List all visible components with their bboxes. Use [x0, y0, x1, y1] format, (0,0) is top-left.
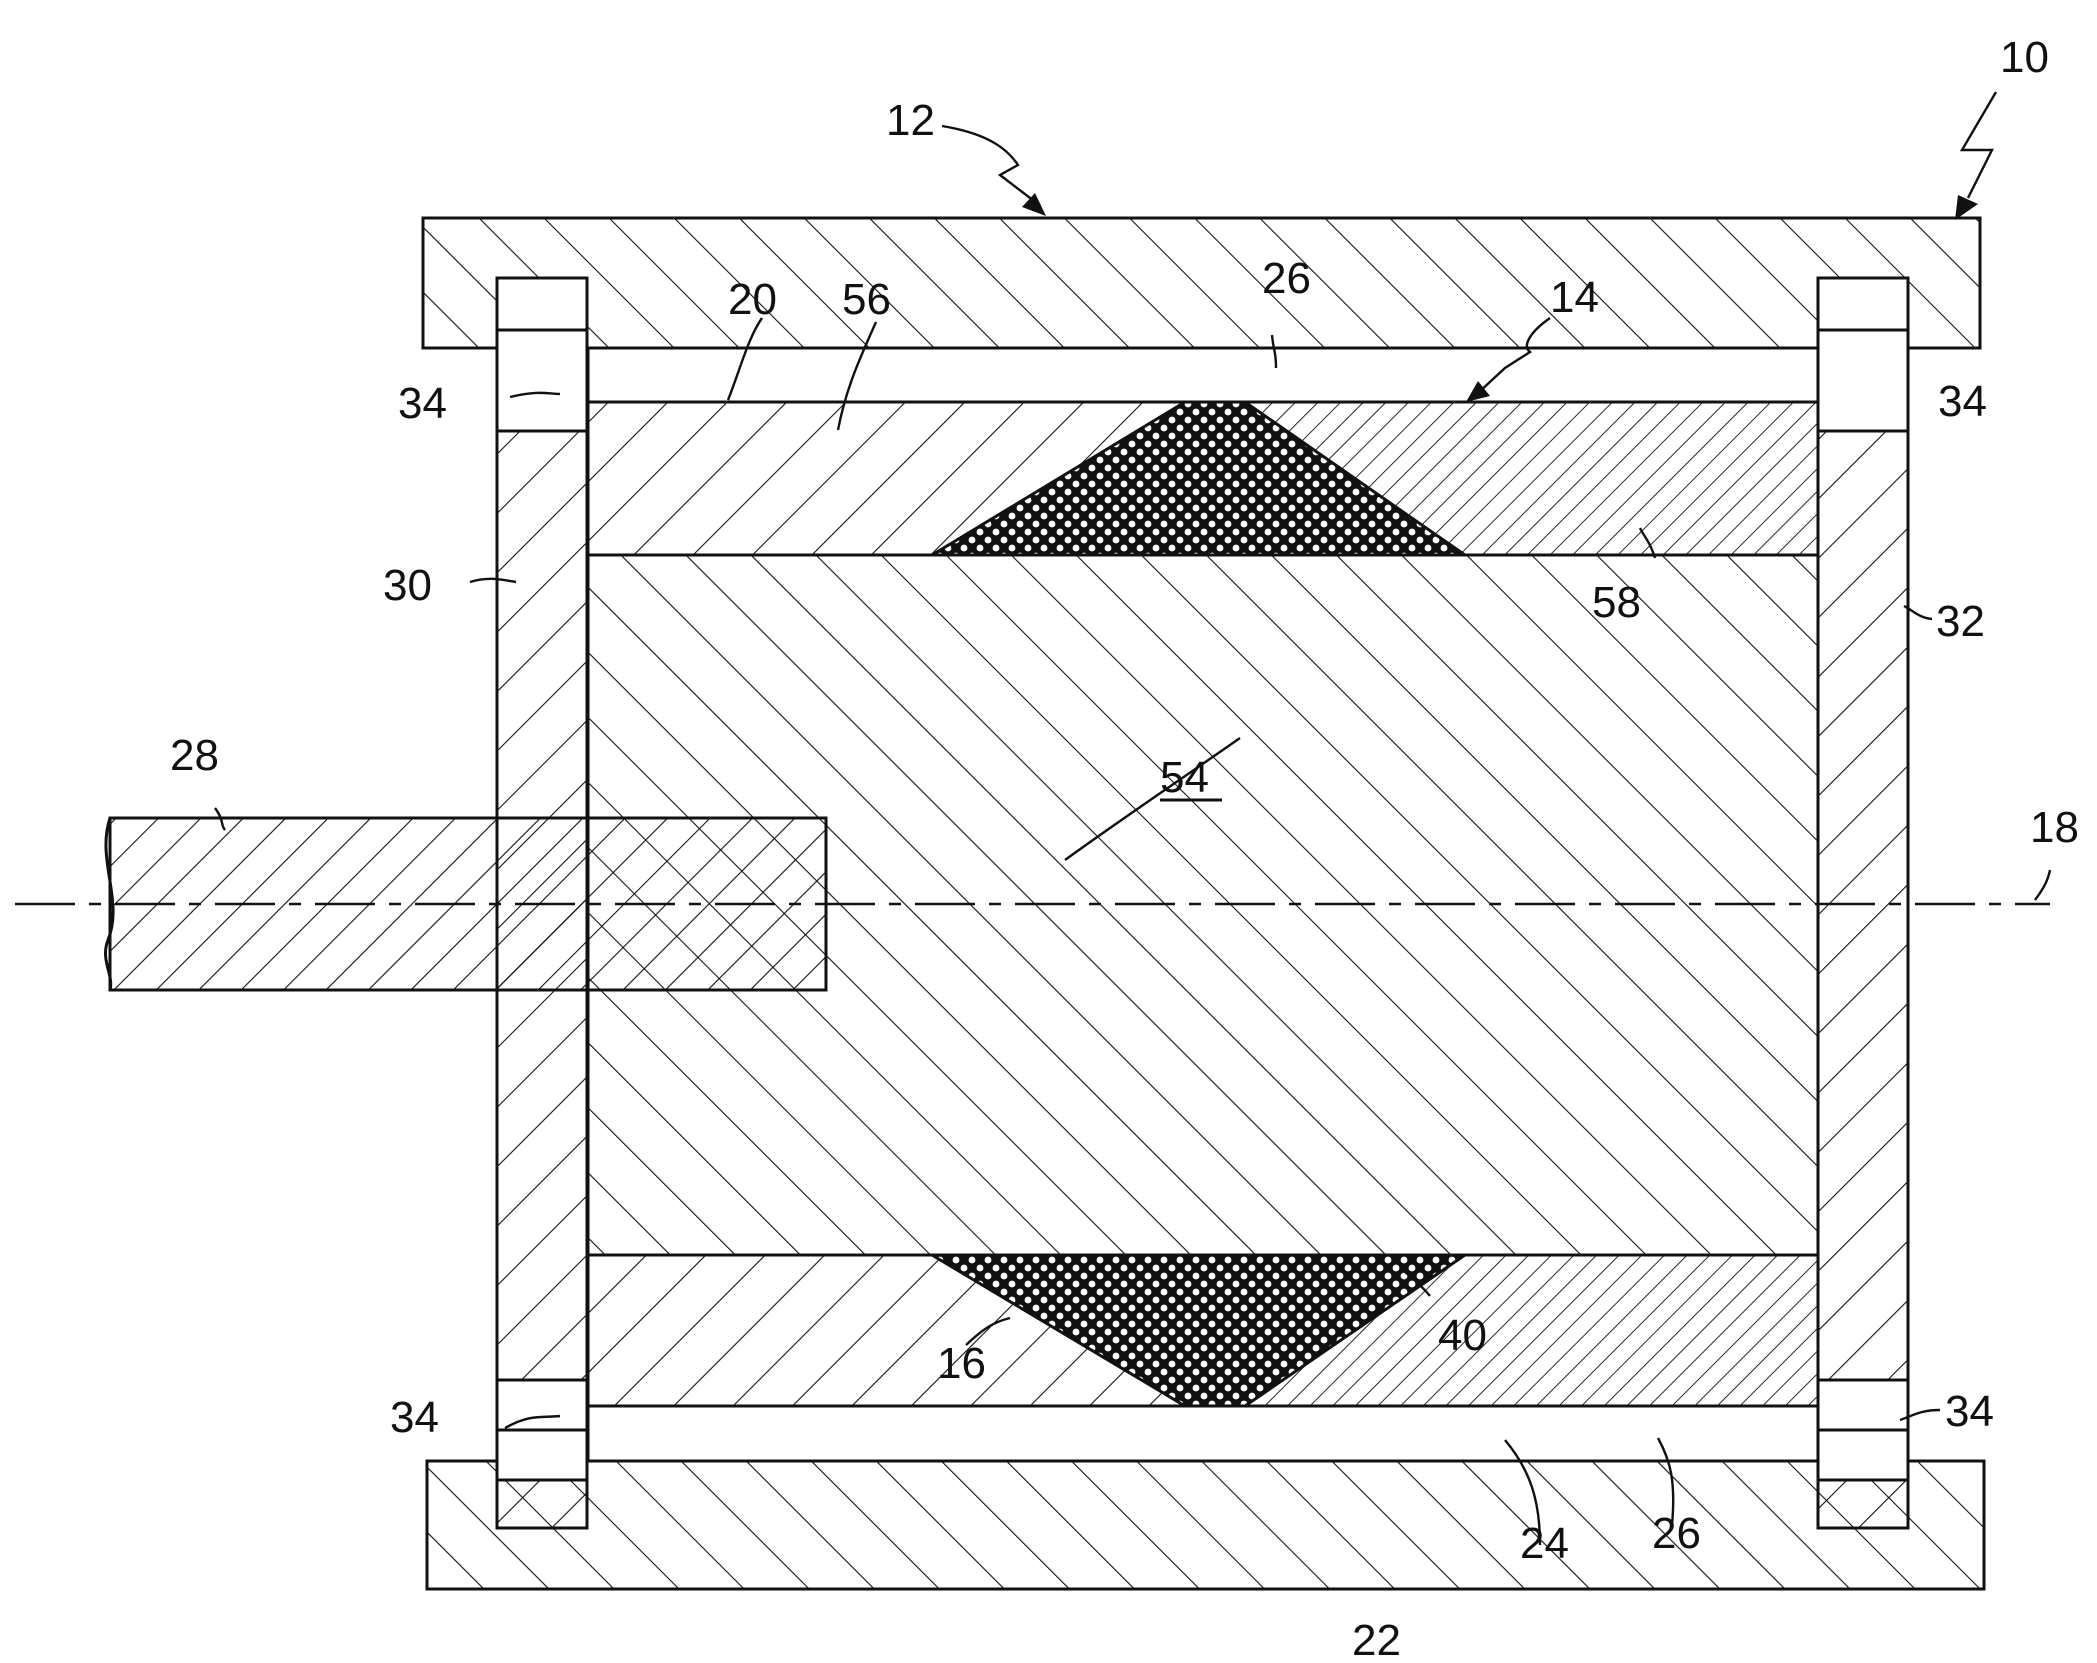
label-inner-surface-bottom: 24 — [1520, 1519, 1569, 1568]
label-housing-bottom: 22 — [1352, 1616, 1401, 1663]
label-sleeve-right: 58 — [1592, 578, 1641, 627]
label-housing: 12 — [886, 96, 935, 145]
label-shaft: 28 — [170, 731, 219, 780]
gap-top — [588, 348, 1818, 402]
label-bearing-bottom-right: 34 — [1945, 1387, 1994, 1436]
label-sleeve-left: 56 — [842, 275, 891, 324]
label-axis: 18 — [2030, 803, 2079, 852]
label-end-plate-left: 30 — [383, 561, 432, 610]
bearing-top-right — [1818, 278, 1908, 431]
gap-bottom — [588, 1406, 1818, 1461]
label-gap-top: 26 — [1262, 254, 1311, 303]
label-gap-bottom: 26 — [1652, 1509, 1701, 1558]
label-core: 54 — [1160, 753, 1209, 802]
label-seal-bottom: 16 — [937, 1339, 986, 1388]
label-inner-surface-top: 20 — [728, 275, 777, 324]
label-bearing-top-left: 34 — [398, 379, 447, 428]
label-seal-edge: 40 — [1438, 1311, 1487, 1360]
label-rotor: 14 — [1550, 273, 1599, 322]
label-bearing-bottom-left: 34 — [390, 1393, 439, 1442]
label-assembly: 10 — [2000, 33, 2049, 82]
bearing-top-left — [497, 278, 587, 431]
label-end-plate-right: 32 — [1936, 597, 1985, 646]
housing-top — [423, 218, 1980, 348]
label-bearing-top-right: 34 — [1938, 377, 1987, 426]
housing-bottom — [427, 1461, 1984, 1589]
